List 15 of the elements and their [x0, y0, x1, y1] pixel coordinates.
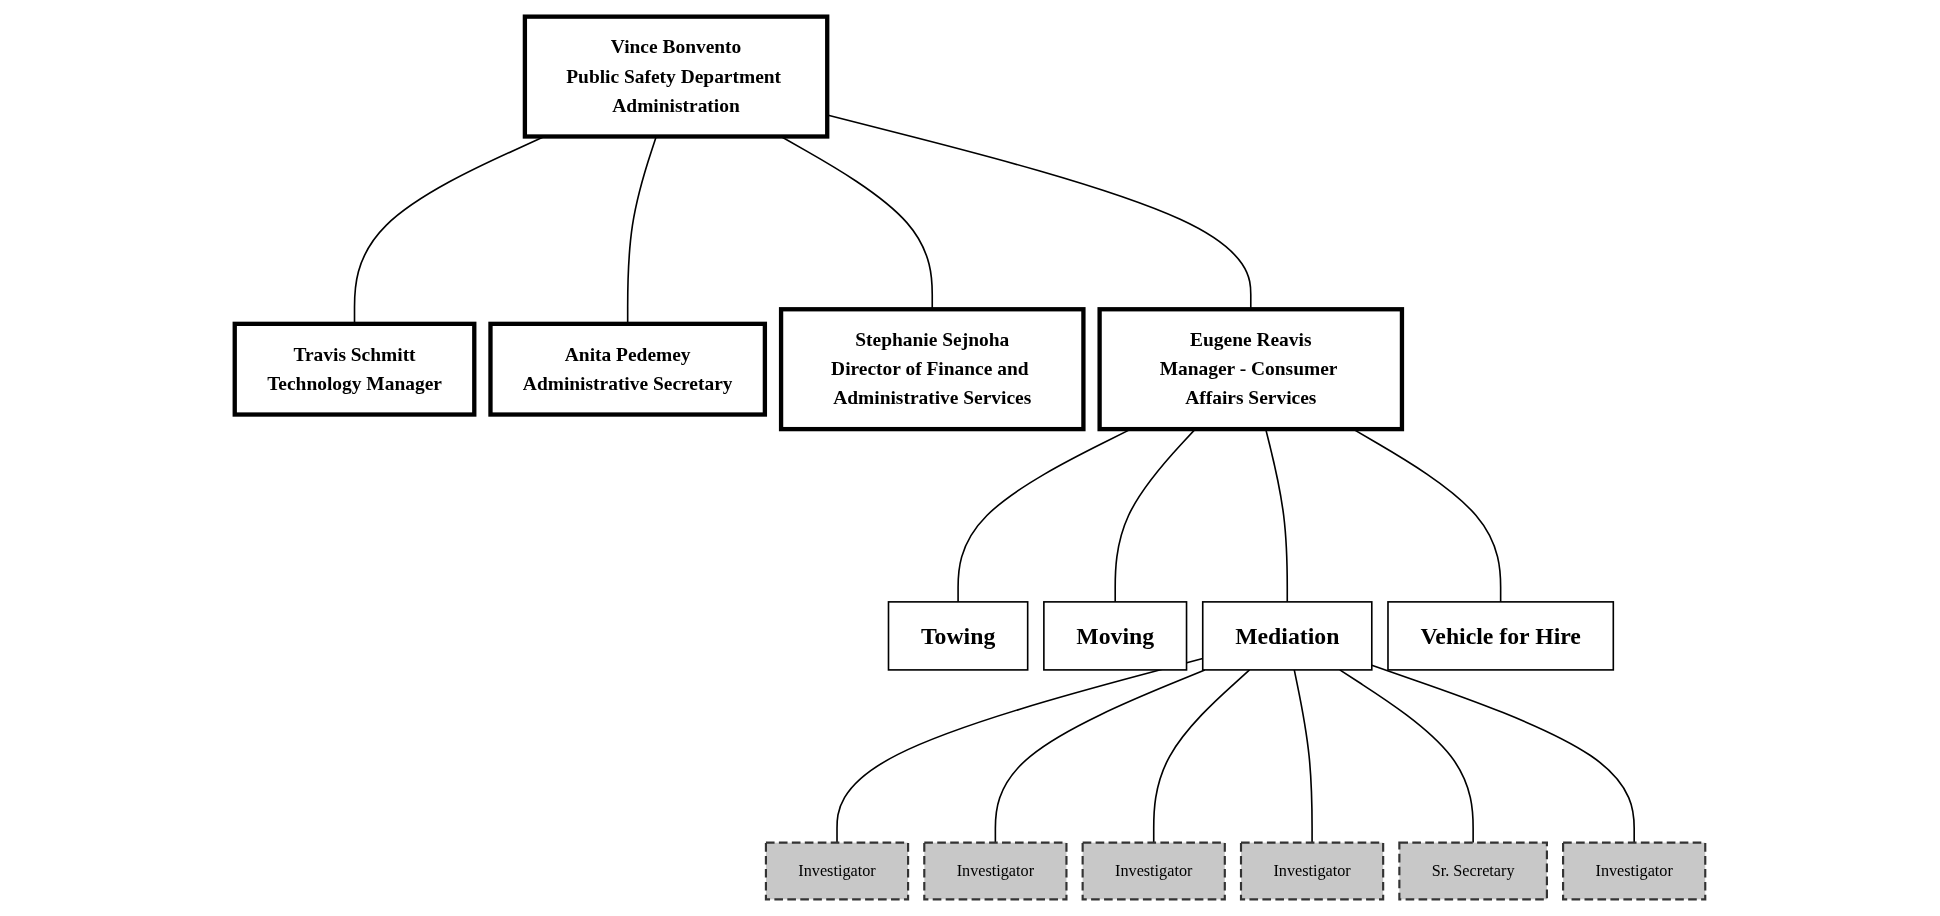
node-box: Anita Pedemey Administrative Secretary	[488, 321, 768, 417]
node-box: Vince Bonvento Public Safety Department Administration	[522, 14, 830, 139]
node-box: Eugene Reavis Manager - Consumer Affairs Services	[1097, 307, 1405, 432]
node-box: Moving	[1043, 601, 1188, 671]
node-box: Travis Schmitt Technology Manager	[232, 321, 477, 417]
node-box: Sr. Secretary	[1398, 841, 1548, 901]
node-box: Investigator	[1239, 841, 1385, 901]
node-box: Investigator	[923, 841, 1068, 901]
node-box: Investigator	[1081, 841, 1226, 901]
node-box: Investigator	[764, 841, 910, 901]
node-box: Towing	[887, 601, 1029, 671]
node-box: Mediation	[1201, 601, 1373, 671]
node-box: Vehicle for Hire	[1387, 601, 1615, 671]
node-box: Investigator	[1562, 841, 1707, 901]
node-box: Stephanie Sejnoha Director of Finance and Administrative Services	[778, 307, 1086, 432]
